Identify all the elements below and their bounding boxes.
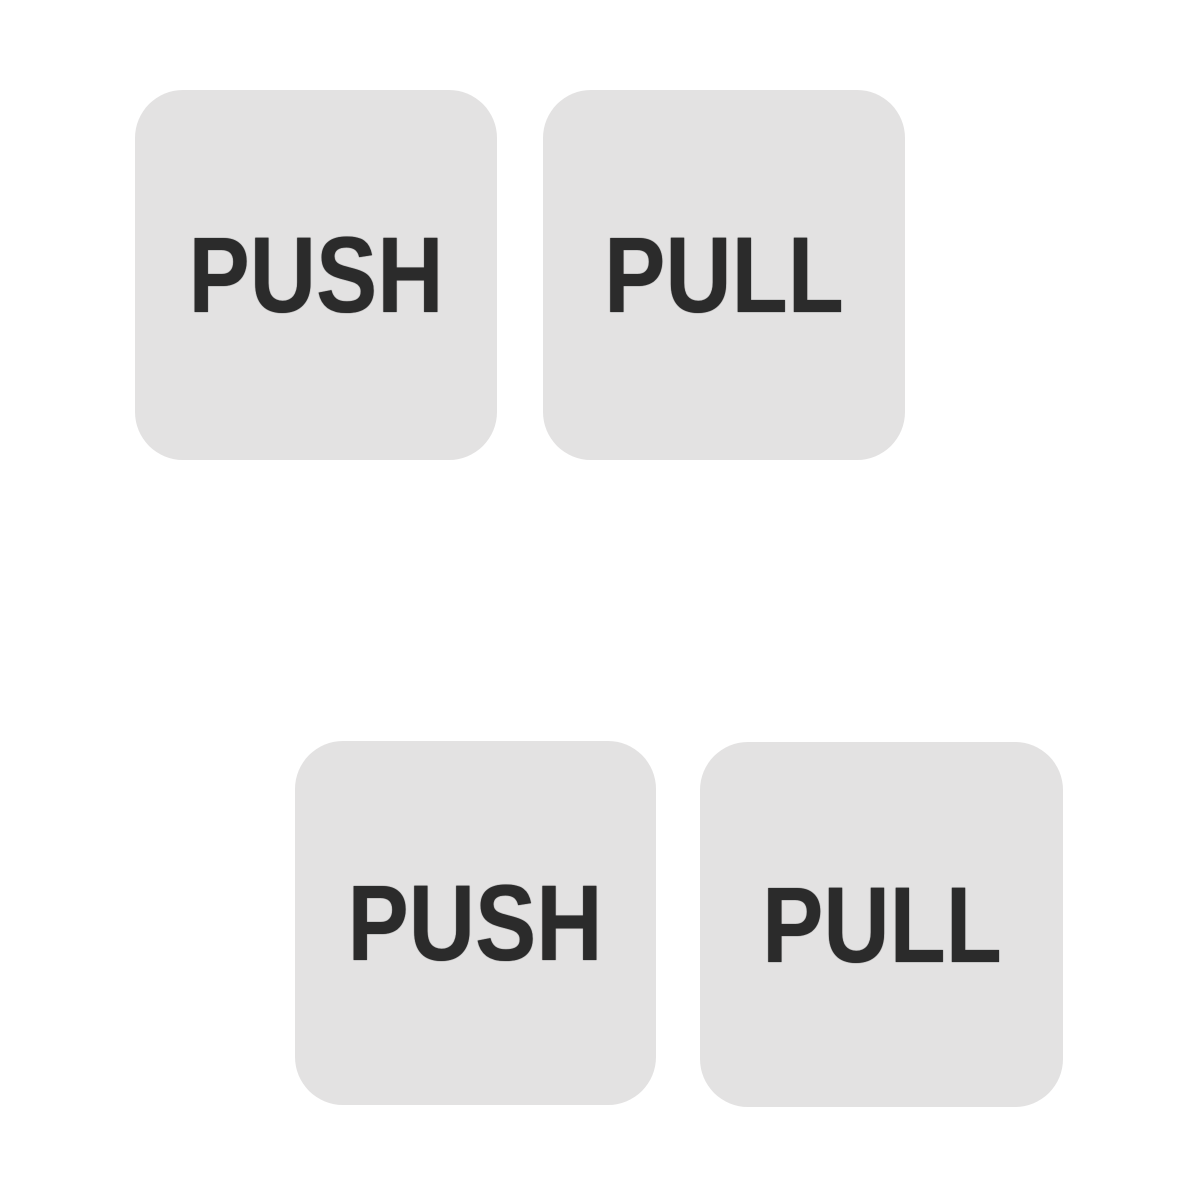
push-button-top-left[interactable]: PUSH (135, 90, 497, 460)
pull-button-bottom-right[interactable]: PULL (700, 742, 1063, 1107)
push-button-label: PUSH (347, 862, 604, 983)
push-button-bottom-left[interactable]: PUSH (295, 741, 656, 1105)
pull-button-label: PULL (761, 863, 1002, 985)
push-button-label: PUSH (188, 214, 444, 335)
pull-button-label: PULL (604, 214, 844, 335)
pull-button-top-right[interactable]: PULL (543, 90, 905, 460)
